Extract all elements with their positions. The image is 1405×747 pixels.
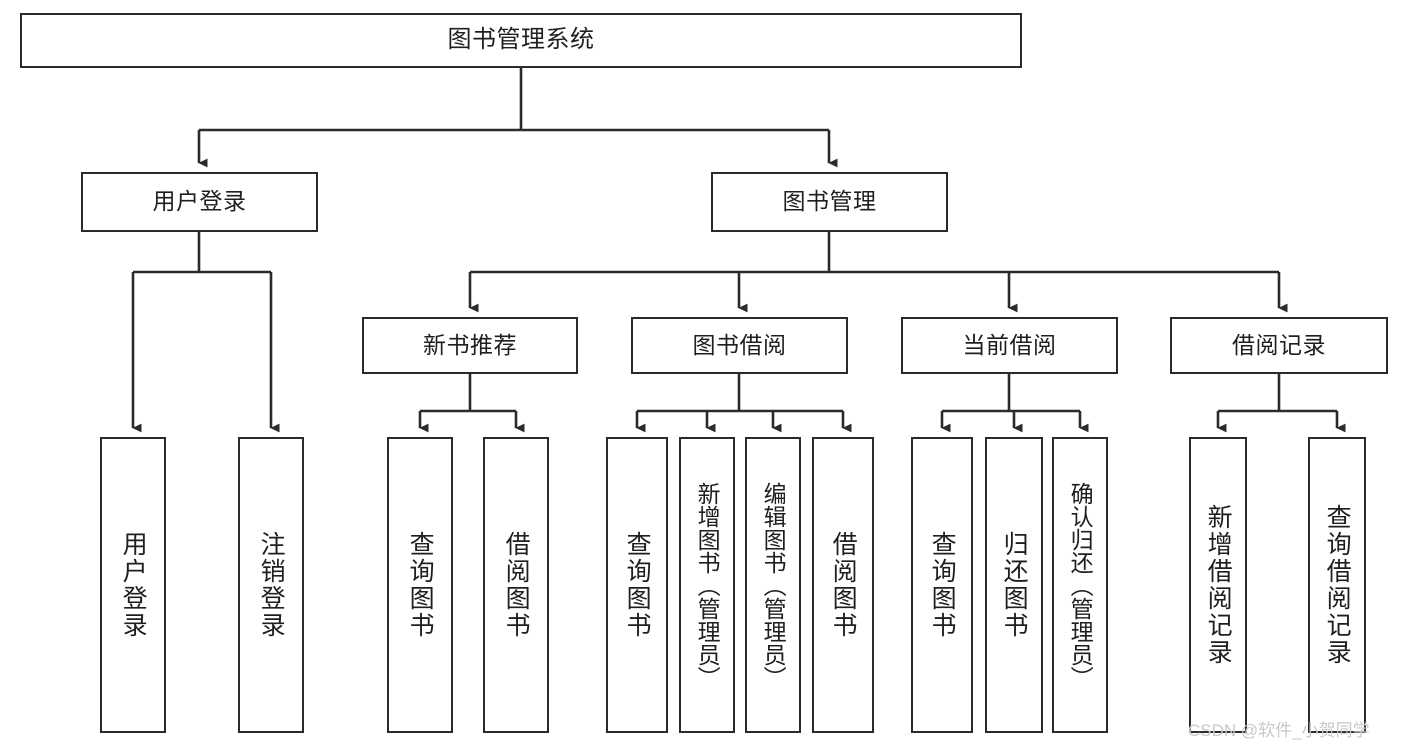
node-user-login[interactable]: 用户登录: [81, 172, 318, 232]
node-leaf-edit-book[interactable]: 编辑图书（管理员）: [745, 437, 801, 733]
node-current-borrow-label: 当前借阅: [962, 331, 1057, 358]
node-leaf-logout-label: 注销登录: [257, 531, 286, 639]
node-leaf-user-login-label: 用户登录: [119, 531, 148, 639]
node-leaf-query-book-rec[interactable]: 查询图书: [387, 437, 453, 733]
node-book-manage-label: 图书管理: [782, 188, 877, 215]
node-root[interactable]: 图书管理系统: [20, 13, 1022, 68]
node-leaf-confirm-return-label: 确认归还（管理员）: [1067, 481, 1094, 689]
node-leaf-borrow-book-rec-label: 借阅图书: [502, 531, 531, 639]
node-leaf-query-record[interactable]: 查询借阅记录: [1308, 437, 1366, 733]
node-leaf-query-book-cur-label: 查询图书: [928, 531, 957, 639]
node-leaf-add-book[interactable]: 新增图书（管理员）: [679, 437, 735, 733]
node-leaf-logout[interactable]: 注销登录: [238, 437, 304, 733]
node-book-borrow[interactable]: 图书借阅: [631, 317, 848, 374]
watermark-text: CSDN @软件_小贺同学: [1188, 721, 1370, 740]
node-leaf-query-book-borrow-label: 查询图书: [623, 531, 652, 639]
node-book-manage[interactable]: 图书管理: [711, 172, 948, 232]
node-new-book-rec[interactable]: 新书推荐: [362, 317, 578, 374]
node-leaf-borrow-book[interactable]: 借阅图书: [812, 437, 874, 733]
node-leaf-add-record-label: 新增借阅记录: [1204, 504, 1233, 666]
node-current-borrow[interactable]: 当前借阅: [901, 317, 1118, 374]
node-leaf-query-book-cur[interactable]: 查询图书: [911, 437, 973, 733]
node-leaf-user-login[interactable]: 用户登录: [100, 437, 166, 733]
node-borrow-record[interactable]: 借阅记录: [1170, 317, 1388, 374]
node-leaf-return-book[interactable]: 归还图书: [985, 437, 1043, 733]
node-leaf-edit-book-label: 编辑图书（管理员）: [760, 481, 787, 689]
node-root-label: 图书管理系统: [447, 26, 595, 54]
node-user-login-label: 用户登录: [152, 188, 247, 215]
node-book-borrow-label: 图书借阅: [692, 331, 787, 358]
node-leaf-add-record[interactable]: 新增借阅记录: [1189, 437, 1247, 733]
node-leaf-confirm-return[interactable]: 确认归还（管理员）: [1052, 437, 1108, 733]
node-leaf-query-book-rec-label: 查询图书: [406, 531, 435, 639]
node-leaf-borrow-book-rec[interactable]: 借阅图书: [483, 437, 549, 733]
node-leaf-return-book-label: 归还图书: [1000, 531, 1029, 639]
node-leaf-query-book-borrow[interactable]: 查询图书: [606, 437, 668, 733]
node-new-book-rec-label: 新书推荐: [423, 331, 517, 358]
node-leaf-borrow-book-label: 借阅图书: [829, 531, 858, 639]
node-leaf-add-book-label: 新增图书（管理员）: [694, 481, 721, 689]
node-leaf-query-record-label: 查询借阅记录: [1323, 504, 1352, 666]
node-borrow-record-label: 借阅记录: [1232, 331, 1326, 358]
